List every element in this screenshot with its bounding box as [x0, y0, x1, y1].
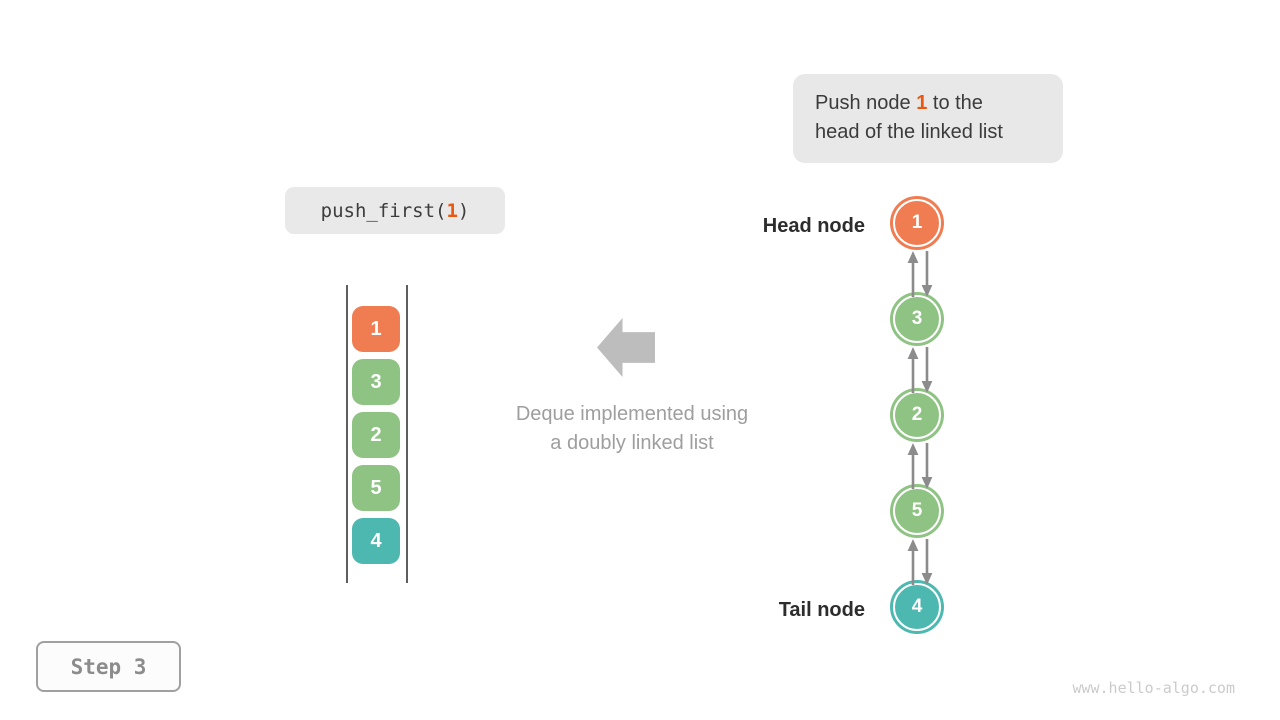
stack-rail-left — [346, 285, 348, 583]
code-suffix: ) — [457, 199, 470, 222]
callout-box: Push node 1 to the head of the linked li… — [793, 74, 1063, 163]
code-box: push_first(1) — [285, 187, 505, 234]
caption-line1: Deque implemented using — [515, 403, 749, 425]
stack-item-value: 3 — [370, 370, 382, 393]
list-node-2: 3 — [893, 295, 941, 343]
step-badge-label: Step 3 — [70, 654, 147, 679]
code-arg-highlight: 1 — [446, 199, 458, 222]
stack-item-value: 4 — [370, 529, 382, 552]
bidirectional-arrow-icon — [907, 443, 933, 489]
callout-text-suffix: to the — [927, 92, 983, 114]
stack-item-5: 4 — [352, 518, 400, 564]
bidirectional-arrow-icon — [907, 347, 933, 393]
bidirectional-arrow-icon — [907, 251, 933, 297]
node-value: 1 — [911, 212, 923, 233]
bidirectional-arrow-icon — [907, 539, 933, 585]
node-value: 5 — [911, 500, 923, 521]
node-value: 4 — [911, 596, 923, 617]
tail-node-label: Tail node — [778, 599, 865, 621]
stack-item-2: 3 — [352, 359, 400, 405]
stack-item-4: 5 — [352, 465, 400, 511]
callout-text-line2: head of the linked list — [815, 121, 1003, 143]
callout-text-prefix: Push node — [815, 92, 917, 114]
callout-highlight: 1 — [916, 92, 928, 114]
stack-item-3: 2 — [352, 412, 400, 458]
list-node-tail: 4 — [893, 583, 941, 631]
stack-item-value: 1 — [370, 317, 382, 340]
code-text: push_first(1) — [321, 200, 470, 222]
stack-item-1: 1 — [352, 306, 400, 352]
caption-line2: a doubly linked list — [550, 432, 714, 454]
step-badge: Step 3 — [36, 641, 181, 692]
list-node-3: 2 — [893, 391, 941, 439]
watermark: www.hello-algo.com — [1072, 679, 1235, 697]
list-node-head: 1 — [893, 199, 941, 247]
stack-rail-right — [406, 285, 408, 583]
node-value: 3 — [911, 308, 923, 329]
left-arrow-icon — [597, 318, 655, 377]
node-value: 2 — [911, 404, 923, 425]
list-node-4: 5 — [893, 487, 941, 535]
head-node-label: Head node — [762, 215, 865, 237]
stack-item-value: 5 — [370, 476, 382, 499]
deque-caption: Deque implemented using a doubly linked … — [482, 400, 782, 458]
code-prefix: push_first( — [320, 199, 447, 222]
callout-text-line1: Push node 1 to the — [815, 92, 983, 114]
stack-item-value: 2 — [370, 423, 382, 446]
